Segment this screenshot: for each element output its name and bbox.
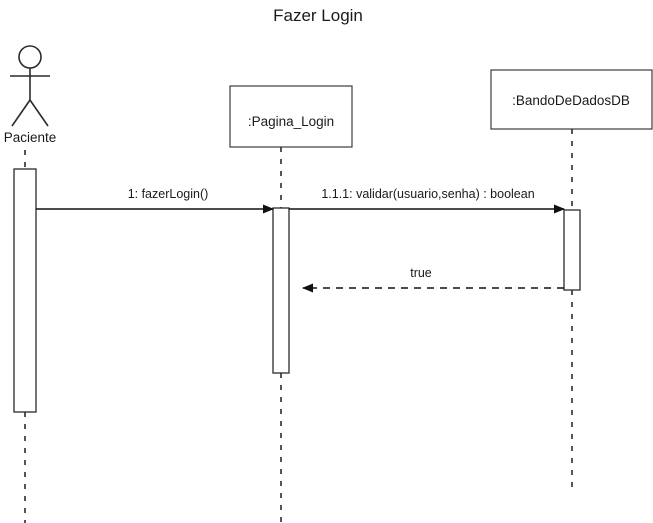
participant-pagina-login[interactable]: :Pagina_Login bbox=[229, 85, 353, 523]
message-label-validar: 1.1.1: validar(usuario,senha) : boolean bbox=[321, 187, 534, 201]
activation-bar-paciente bbox=[13, 168, 37, 413]
participant-label-banco-dados: :BandoDeDadosDB bbox=[512, 93, 630, 108]
activation-bar-pagina-login bbox=[272, 207, 290, 374]
page-title: Fazer Login bbox=[273, 6, 363, 25]
lifeline-box-pagina-login[interactable] bbox=[229, 85, 353, 148]
message-label-true: true bbox=[410, 266, 432, 280]
activation-bar-banco-dados bbox=[563, 209, 581, 291]
message-2-validar[interactable]: 1.1.1: validar(usuario,senha) : boolean bbox=[289, 187, 565, 214]
message-1-fazer-login[interactable]: 1: fazerLogin() bbox=[36, 187, 274, 214]
participant-banco-dados[interactable]: :BandoDeDadosDB bbox=[490, 69, 653, 490]
participant-label-pagina-login: :Pagina_Login bbox=[248, 114, 334, 129]
message-label-fazer-login: 1: fazerLogin() bbox=[128, 187, 209, 201]
participant-paciente[interactable]: Paciente bbox=[4, 45, 57, 523]
participant-label-paciente: Paciente bbox=[4, 130, 57, 145]
actor-stick-figure-icon bbox=[10, 45, 50, 127]
message-3-true-return[interactable]: true bbox=[302, 266, 564, 293]
